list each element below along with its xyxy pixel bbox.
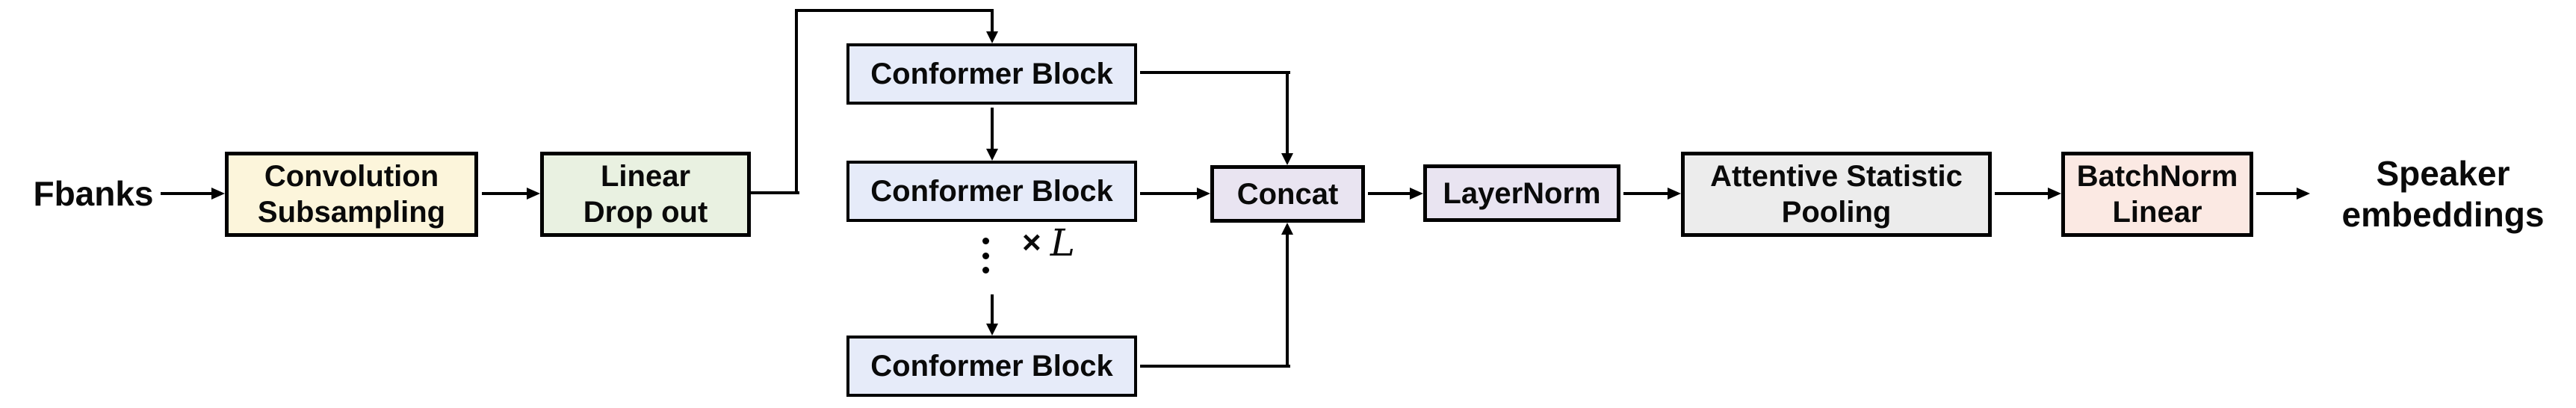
node-concat: Concat xyxy=(1210,165,1365,223)
connector-layernorm-asp xyxy=(1623,192,1668,195)
node-conformer-block-3: Conformer Block xyxy=(846,336,1137,397)
connector-linear-riser xyxy=(751,191,799,194)
node-batchnorm-linear-label: BatchNorm Linear xyxy=(2076,160,2238,229)
connector-block1-concat-h xyxy=(1140,71,1290,74)
repeat-count-label: × L xyxy=(1022,221,1075,265)
connector-drop-block1 xyxy=(991,9,994,31)
connector-block3-concat-v xyxy=(1286,235,1289,368)
connector-block3-concat-h xyxy=(1140,365,1290,368)
arrowhead-block1-concat xyxy=(1281,153,1293,165)
node-conformer-block-1-label: Conformer Block xyxy=(870,58,1113,90)
ellipsis-dot xyxy=(982,253,989,259)
ellipsis-dot xyxy=(982,267,989,273)
node-concat-label: Concat xyxy=(1236,177,1339,211)
connector-block1-concat-v xyxy=(1286,71,1289,153)
node-convolution-subsampling-label: Convolution Subsampling xyxy=(257,160,446,229)
node-batchnorm-linear: BatchNorm Linear xyxy=(2061,152,2253,237)
arrowhead-into-block1 xyxy=(986,31,998,43)
arrowhead-into-block3 xyxy=(986,324,998,336)
arrowhead-asp-batchnorm xyxy=(2048,188,2061,200)
arrowhead-block2-concat xyxy=(1197,188,1210,200)
connector-asp-batchnorm xyxy=(1995,192,2048,195)
connector-concat-layernorm xyxy=(1368,192,1410,195)
connector-fbanks-conv xyxy=(161,192,211,195)
node-linear-dropout: Linear Drop out xyxy=(540,152,751,237)
arrowhead-block3-concat xyxy=(1281,223,1293,235)
connector-top-rail xyxy=(795,9,994,12)
node-attentive-statistic-pooling: Attentive Statistic Pooling xyxy=(1681,152,1992,237)
output-label-speaker-embeddings: Speaker embeddings xyxy=(2341,153,2545,234)
repeat-variable: L xyxy=(1050,221,1075,265)
arrowhead-fbanks-conv xyxy=(211,188,225,200)
ellipsis-dot xyxy=(982,238,989,244)
arrowhead-into-block2 xyxy=(986,149,998,161)
arrowhead-conv-linear xyxy=(527,188,540,200)
node-convolution-subsampling: Convolution Subsampling xyxy=(225,152,478,237)
connector-conv-linear xyxy=(482,192,527,195)
node-attentive-statistic-pooling-label: Attentive Statistic Pooling xyxy=(1710,160,1963,229)
node-conformer-block-1: Conformer Block xyxy=(846,43,1137,105)
arrowhead-layernorm-asp xyxy=(1668,188,1681,200)
node-conformer-block-3-label: Conformer Block xyxy=(870,350,1113,383)
times-symbol: × xyxy=(1022,224,1041,261)
node-layernorm-label: LayerNorm xyxy=(1443,176,1601,210)
node-layernorm: LayerNorm xyxy=(1423,164,1620,222)
arrowhead-concat-layernorm xyxy=(1410,188,1423,200)
arrowhead-batchnorm-output xyxy=(2297,188,2310,200)
connector-batchnorm-output xyxy=(2256,192,2297,195)
connector-block1-block2 xyxy=(991,108,994,149)
node-linear-dropout-label: Linear Drop out xyxy=(583,160,708,229)
node-conformer-block-2-label: Conformer Block xyxy=(870,175,1113,208)
connector-riser xyxy=(795,9,798,194)
connector-ellipsis-block3 xyxy=(991,294,994,324)
node-conformer-block-2: Conformer Block xyxy=(846,161,1137,222)
connector-block2-concat xyxy=(1140,192,1197,195)
input-label-fbanks: Fbanks xyxy=(33,174,154,214)
